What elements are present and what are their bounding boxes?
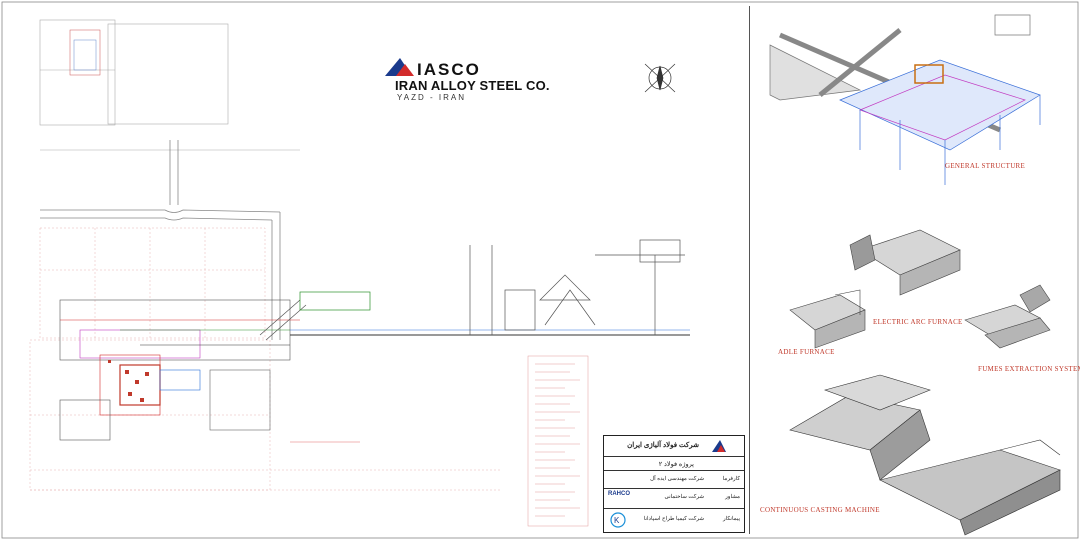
continuous-casting-view — [789, 374, 1061, 536]
label-ladle-furnace: ADLE FURNACE — [778, 348, 835, 356]
company-location: YAZD - IRAN — [397, 93, 466, 102]
plant-detail-marks — [108, 360, 149, 402]
legend-list — [527, 355, 589, 527]
title-label-3: پیمانکار — [723, 516, 740, 522]
north-arrow-icon — [644, 63, 676, 93]
title-owner: شرکت فولاد آلیاژی ایران — [627, 442, 699, 449]
owner-logo-icon — [712, 439, 726, 452]
contractor-logo: RAHCO — [608, 491, 630, 497]
sheet-divider — [749, 6, 750, 534]
title-row-1: شرکت مهندسی ایده آل — [650, 476, 704, 482]
title-label-1: کارفرما — [722, 476, 740, 482]
title-divider-3 — [604, 488, 744, 489]
label-fumes-extraction: FUMES EXTRACTION SYSTEM — [978, 365, 1080, 373]
plant-main-building — [59, 299, 300, 441]
label-electric-arc-furnace: ELECTRIC ARC FURNACE — [873, 318, 963, 326]
title-project: پروژه فولاد ۲ — [658, 461, 694, 468]
title-divider-4 — [604, 508, 744, 509]
title-divider-2 — [604, 470, 744, 471]
svg-text:K: K — [614, 516, 620, 525]
plot-grid — [29, 227, 500, 491]
title-row-2: شرکت ساختمانی — [664, 494, 704, 500]
general-structure-view — [769, 14, 1041, 185]
furnace-views — [789, 229, 1051, 349]
label-general-structure: GENERAL STRUCTURE — [945, 162, 1026, 170]
title-block: شرکت فولاد آلیاژی ایران پروژه فولاد ۲ شر… — [603, 435, 745, 533]
company-name: IRAN ALLOY STEEL CO. — [395, 78, 550, 93]
brand-wordmark: IASCO — [417, 60, 481, 79]
title-divider-1 — [604, 456, 744, 457]
designer-logo-icon: K — [610, 512, 626, 528]
label-continuous-casting: CONTINUOUS CASTING MACHINE — [760, 506, 880, 514]
title-label-2: مشاور — [725, 494, 740, 500]
conveyor-line — [259, 239, 690, 341]
iasco-logo-icon — [385, 58, 414, 76]
site-roads — [40, 140, 281, 340]
title-row-3: شرکت کیمیا طراح اسپادانا — [643, 516, 704, 522]
top-left-building-outline — [39, 19, 300, 151]
